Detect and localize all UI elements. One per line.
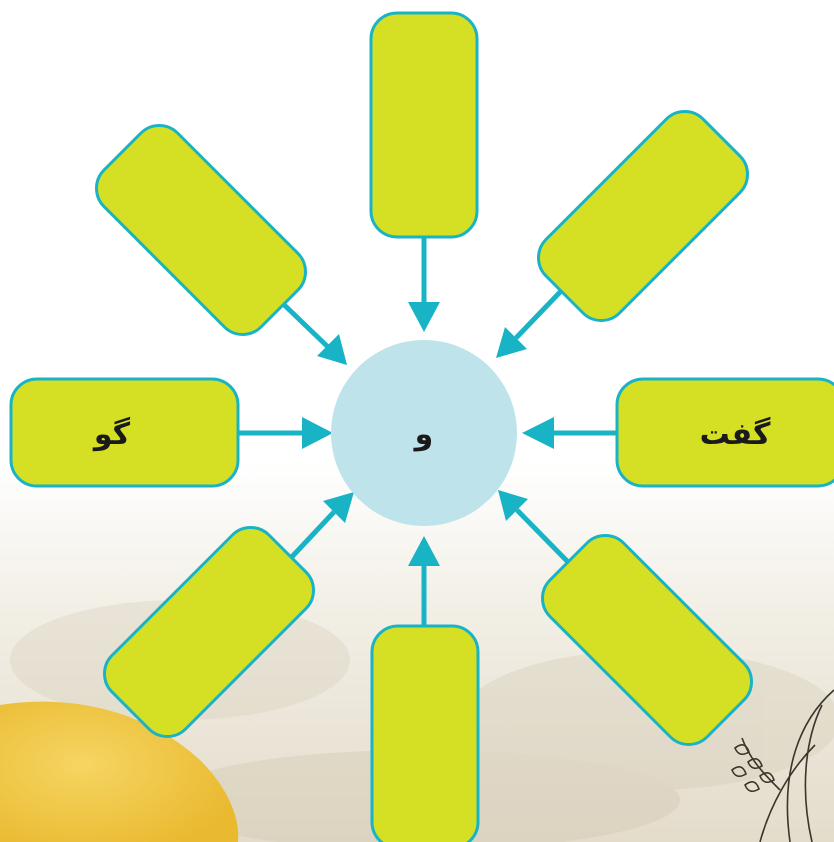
bubble-top[interactable]: [371, 13, 477, 237]
bubble-right-word: گفت: [700, 416, 771, 452]
bubble-bottom[interactable]: [372, 626, 478, 842]
center-word: و: [413, 417, 434, 452]
bubble-left-word: گو: [92, 416, 131, 452]
